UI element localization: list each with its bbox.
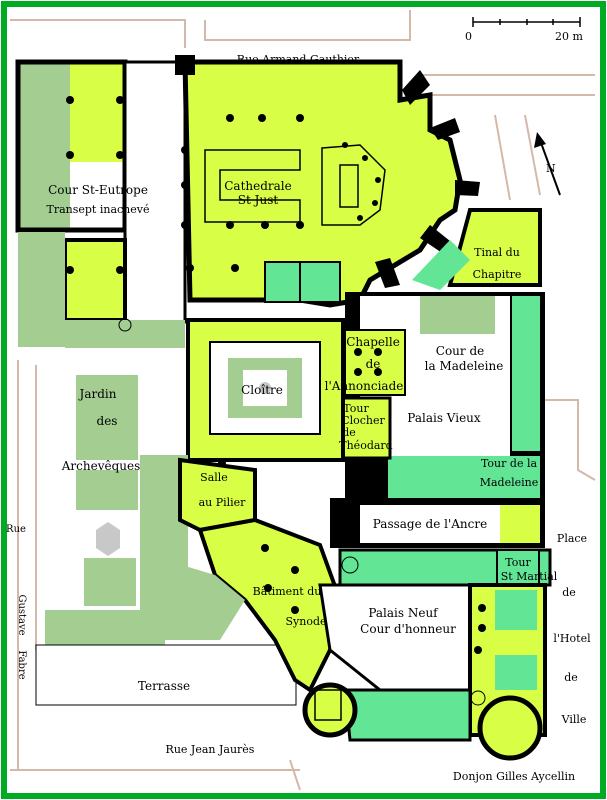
cloister bbox=[186, 318, 345, 462]
label-cloitre: Cloître bbox=[241, 383, 283, 397]
label-tour: Tour bbox=[343, 402, 369, 415]
label-chapelle: Chapelle bbox=[346, 335, 400, 349]
label-des: des bbox=[97, 414, 118, 428]
label-salle: Salle bbox=[200, 471, 228, 484]
label-passage: Passage de l'Ancre bbox=[373, 517, 487, 531]
palais-vieux-block bbox=[336, 292, 545, 502]
label-transept: Transept inachevé bbox=[47, 203, 150, 216]
synode-block bbox=[165, 457, 343, 693]
label-theodard: Théodard bbox=[339, 439, 392, 452]
labels: Rue Armand Gauthier Cour St-Eutrope Tran… bbox=[6, 53, 591, 783]
label-cour-de: Cour de bbox=[436, 344, 484, 358]
label-ville: Ville bbox=[561, 713, 587, 726]
label-chapitre: Chapitre bbox=[473, 268, 522, 281]
label-donjon: Donjon Gilles Aycellin bbox=[453, 770, 575, 783]
label-place: Place bbox=[557, 532, 587, 545]
label-au-pilier: au Pilier bbox=[199, 496, 247, 509]
label-clocher-de: de bbox=[342, 426, 356, 439]
label-cour-honneur: Cour d'honneur bbox=[360, 622, 456, 636]
street-lines bbox=[10, 10, 596, 791]
label-palais-vieux: Palais Vieux bbox=[407, 411, 481, 425]
label-archeveques: Archevêques bbox=[61, 459, 141, 473]
north-label: N bbox=[546, 162, 556, 175]
label-synode: Synode bbox=[285, 615, 326, 628]
archbishops-garden bbox=[35, 375, 297, 706]
label-tinal-du: Tinal du bbox=[474, 246, 520, 259]
label-tour-st-martial-1: Tour bbox=[505, 556, 531, 569]
label-la-madeleine: la Madeleine bbox=[425, 359, 504, 373]
label-tour-de-la: Tour de la bbox=[481, 457, 538, 470]
label-annonciade: l'Annonciade bbox=[325, 379, 404, 393]
label-fabre: Fabre bbox=[16, 650, 27, 679]
cathedral-block bbox=[15, 55, 480, 348]
label-place-de: de bbox=[562, 586, 576, 599]
label-cour-st-eutrope: Cour St-Eutrope bbox=[48, 183, 148, 197]
scale-end-label: 20 m bbox=[555, 30, 583, 43]
north-arrow: N bbox=[534, 132, 561, 196]
north-aisle-west bbox=[18, 62, 70, 232]
label-palais-neuf: Palais Neuf bbox=[368, 606, 439, 620]
label-jardin: Jardin bbox=[78, 387, 117, 401]
label-st-just: St Just bbox=[238, 193, 279, 207]
stair-symbols bbox=[118, 295, 486, 706]
label-chapelle-de: de bbox=[366, 357, 381, 371]
north-chapel-west bbox=[70, 62, 125, 162]
label-rue-armand: Rue Armand Gauthier bbox=[237, 53, 360, 66]
scale-bar: 0 20 m bbox=[465, 17, 583, 43]
scale-start-label: 0 bbox=[465, 30, 472, 43]
palais-neuf-block bbox=[302, 498, 552, 761]
label-hotel-de: de bbox=[564, 671, 578, 684]
label-terrasse: Terrasse bbox=[138, 679, 190, 693]
label-madeleine: Madeleine bbox=[480, 476, 539, 489]
label-hotel: l'Hotel bbox=[553, 632, 591, 645]
tinal-chapitre bbox=[412, 208, 542, 290]
label-gustave: Gustave bbox=[16, 594, 27, 635]
label-batiment-du: Bâtiment du bbox=[253, 585, 322, 598]
label-st-martial: St Martial bbox=[501, 570, 558, 583]
label-rue-jean-jaures: Rue Jean Jaurès bbox=[166, 743, 255, 756]
label-cathedrale: Cathedrale bbox=[224, 179, 292, 193]
label-rue-left: Rue bbox=[6, 524, 26, 535]
label-clocher: Clocher bbox=[341, 414, 385, 427]
